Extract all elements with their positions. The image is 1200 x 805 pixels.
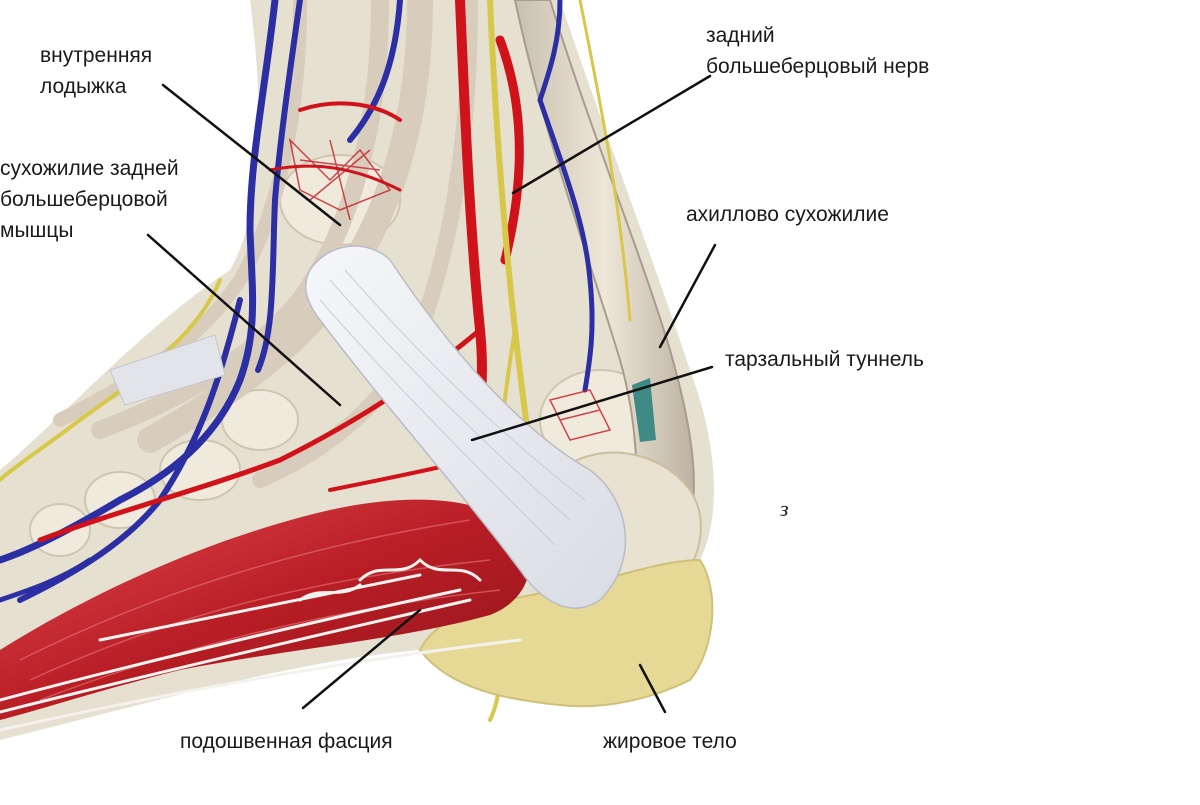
label-tarsal-tunnel: тарзальный туннель bbox=[725, 348, 924, 371]
muscle-fibers bbox=[19, 519, 501, 701]
leader-posterior-tibial-nerve bbox=[511, 74, 712, 195]
vascular-network bbox=[288, 137, 612, 441]
leader-medial-malleolus bbox=[161, 83, 342, 227]
leader-tarsal-tunnel bbox=[470, 365, 714, 442]
plantar-fascia-strands bbox=[0, 557, 522, 732]
leader-tibialis-posterior bbox=[146, 233, 342, 407]
retinaculum-fibers bbox=[319, 269, 586, 546]
label-achilles-tendon: ахиллово сухожилие bbox=[686, 203, 889, 226]
leader-lines bbox=[146, 74, 717, 714]
label-medial-malleolus: внутренняя лодыжка bbox=[40, 44, 153, 98]
label-posterior-tibial-nerve: задний большеберцовый нерв bbox=[706, 24, 930, 78]
teal-structure bbox=[632, 378, 656, 442]
label-fat-pad: жировое тело bbox=[603, 730, 737, 753]
fat-pad-shape bbox=[418, 558, 714, 708]
leader-plantar-fascia bbox=[301, 608, 422, 710]
extensor-retinaculum bbox=[109, 334, 226, 406]
flexor-retinaculum bbox=[304, 245, 627, 609]
figure-letter: з bbox=[780, 496, 789, 521]
leader-achilles bbox=[658, 243, 717, 349]
label-tibialis-posterior-tendon: сухожилие задней большеберцовой мышцы bbox=[0, 157, 179, 242]
leader-fat-pad bbox=[638, 663, 667, 714]
label-plantar-fascia: подошвенная фасция bbox=[180, 730, 393, 753]
